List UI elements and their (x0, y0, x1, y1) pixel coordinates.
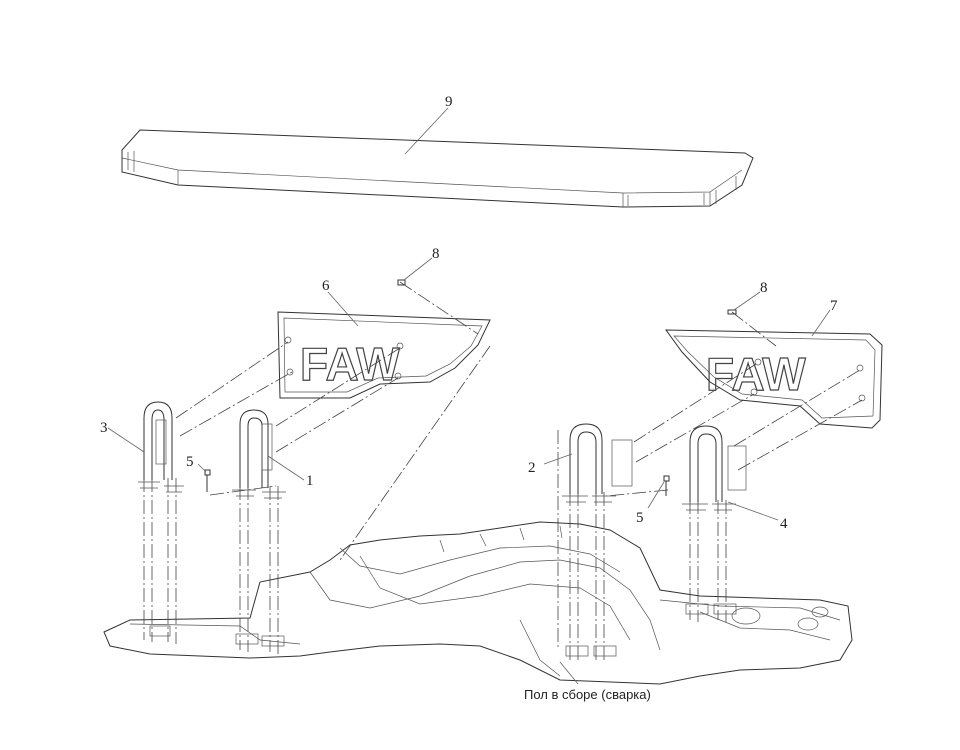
assembly-lines (143, 281, 863, 662)
floor-assembly (103, 521, 853, 685)
callout-7: 7 (830, 298, 838, 314)
floor-assembly-caption: Пол в сборе (сварка) (524, 687, 651, 702)
callout-3: 3 (100, 420, 108, 436)
callout-4: 4 (780, 516, 788, 532)
callout-5-right: 5 (636, 510, 644, 526)
part-9-top-cover (121, 129, 754, 208)
part-6-left-panel: FAW (277, 311, 491, 399)
part-8-clip-left (397, 279, 406, 286)
part-2-handle (562, 423, 633, 503)
part-5-screw-left (204, 469, 211, 492)
part-5-screw-right (663, 475, 670, 496)
callout-8-left: 8 (432, 246, 440, 262)
callout-9: 9 (445, 94, 453, 110)
callout-5-left: 5 (186, 454, 194, 470)
part-8-clip-right (727, 309, 737, 315)
callout-1: 1 (306, 473, 314, 489)
right-panel-logo: FAW (706, 348, 806, 400)
part-4-handle (682, 425, 747, 511)
callout-6: 6 (322, 278, 330, 294)
part-1-handle (232, 409, 286, 499)
left-panel-logo: FAW (300, 338, 400, 390)
part-3-handle (138, 401, 184, 493)
callout-2: 2 (528, 460, 536, 476)
callout-8-right: 8 (760, 280, 768, 296)
